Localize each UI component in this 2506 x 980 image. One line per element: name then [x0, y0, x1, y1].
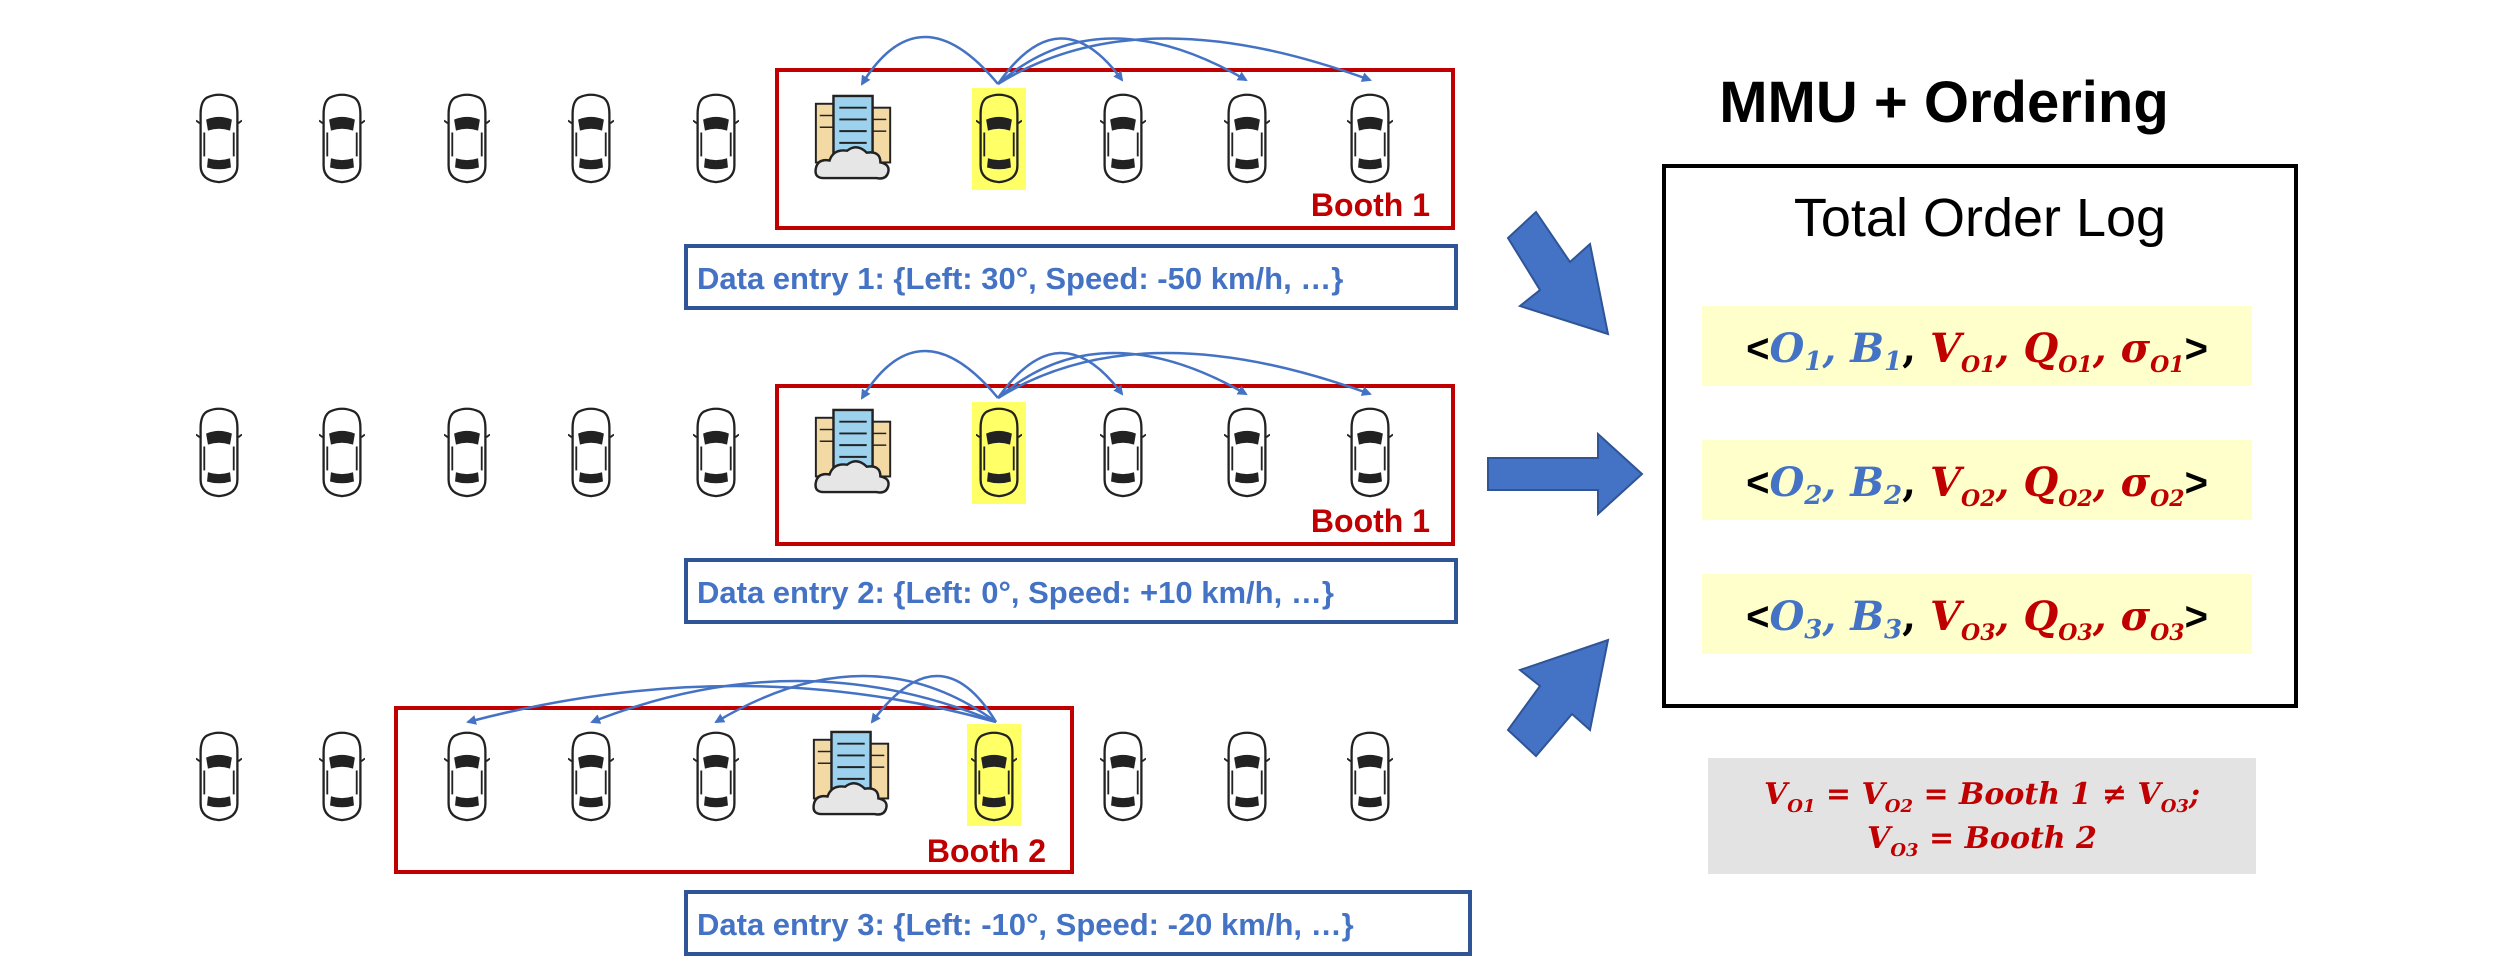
data-entry-box-1 [684, 244, 1458, 310]
booth-2-region [394, 706, 1074, 874]
car-icon [568, 731, 614, 822]
log-row-bg-2 [1702, 440, 2252, 520]
equation-line-2: VO3 = Booth 2 [1867, 821, 2097, 861]
log-tuple-1: <O1, B1, VO1, QO1, σO1> [1746, 325, 2208, 378]
block-arrow-icon [1506, 638, 1610, 758]
car-icon [568, 93, 614, 184]
log-title: Total Order Log [1794, 188, 2166, 248]
booth-label-1: Booth 1 [1311, 187, 1430, 223]
log-entry-1: <O1, B1, VO1, QO1, σO1> [1702, 306, 2252, 386]
car-icon [319, 93, 365, 184]
broadcast-arcs-3 [466, 674, 998, 725]
booth-label-3: Booth 2 [927, 833, 1046, 869]
car-icon [1347, 407, 1393, 498]
car-icon [196, 731, 242, 822]
car-icon [444, 93, 490, 184]
log-tuple-2: <O2, B2, VO2, QO2, σO2> [1746, 459, 2208, 512]
car-icon [1224, 731, 1270, 822]
car-icon [319, 407, 365, 498]
cloud-server-icon [812, 730, 890, 816]
block-arrows [1487, 210, 1644, 758]
diagram-title: MMU + Ordering [1719, 70, 2169, 135]
data-entry-box-2 [684, 558, 1458, 624]
log-entry-2: <O2, B2, VO2, QO2, σO2> [1702, 440, 2252, 520]
log-tuple-3: <O3, B3, VO3, QO3, σO3> [1746, 593, 2208, 646]
cloud-server-icon [814, 94, 892, 180]
car-icon [568, 407, 614, 498]
car-icon [1100, 731, 1146, 822]
cloud-server-icon [814, 408, 892, 494]
row-2: Booth 1 Data entry 2: {Left: 0°, Speed: … [196, 349, 1458, 624]
row-3: Booth 2 Data entry 3: {Left: -10°, Speed… [196, 674, 1472, 956]
car-icon [693, 93, 739, 184]
car-icon [444, 731, 490, 822]
car-icon [693, 407, 739, 498]
row-1: Booth 1 Data entry 1: {Left: 30°, Speed:… [196, 35, 1458, 310]
car-icon [1100, 407, 1146, 498]
car-icon [1224, 93, 1270, 184]
broadcast-arcs-1 [860, 35, 1372, 86]
car-icon [1347, 93, 1393, 184]
log-row-bg-1 [1702, 306, 2252, 386]
car-icon [444, 407, 490, 498]
block-arrow-icon [1506, 210, 1610, 336]
data-entry-3: Data entry 3: {Left: -10°, Speed: -20 km… [697, 907, 1354, 942]
data-entry-1: Data entry 1: {Left: 30°, Speed: -50 km/… [697, 261, 1343, 296]
car-icon [319, 731, 365, 822]
car-icon [1100, 93, 1146, 184]
car-icon [1347, 731, 1393, 822]
car-icon [196, 407, 242, 498]
car-icon [1224, 407, 1270, 498]
booth-label-2: Booth 1 [1311, 503, 1430, 539]
data-entry-2: Data entry 2: {Left: 0°, Speed: +10 km/h… [697, 575, 1334, 610]
data-entry-box-3 [684, 890, 1472, 956]
log-row-bg-3 [1702, 574, 2252, 654]
car-icon [196, 93, 242, 184]
equation-line-1: VO1 = VO2 = Booth 1 ≠ VO3; [1764, 777, 2200, 817]
broadcast-arcs-2 [860, 349, 1372, 400]
car-icon [693, 731, 739, 822]
equation-box [1708, 758, 2256, 874]
log-entry-3: <O3, B3, VO3, QO3, σO3> [1702, 574, 2252, 654]
block-arrow-icon [1487, 431, 1644, 517]
